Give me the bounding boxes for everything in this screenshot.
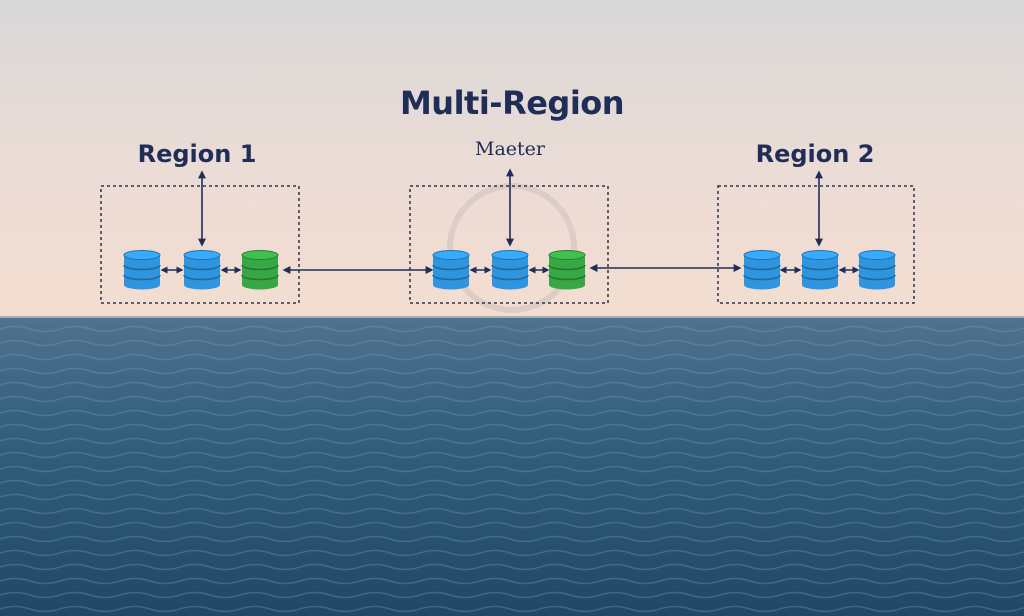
database-icon — [123, 250, 161, 290]
database-icon — [743, 250, 781, 290]
database-icon — [491, 250, 529, 290]
database-icon — [548, 250, 586, 290]
database-group — [123, 250, 896, 290]
database-icon — [801, 250, 839, 290]
database-icon — [183, 250, 221, 290]
master-label: Maeter — [475, 138, 545, 160]
region-2-label: Region 2 — [755, 140, 875, 168]
database-icon — [241, 250, 279, 290]
database-icon — [432, 250, 470, 290]
region-1-label: Region 1 — [137, 140, 257, 168]
sea-waves — [0, 316, 1024, 616]
database-icon — [858, 250, 896, 290]
diagram-title: Multi-Region — [399, 84, 625, 122]
